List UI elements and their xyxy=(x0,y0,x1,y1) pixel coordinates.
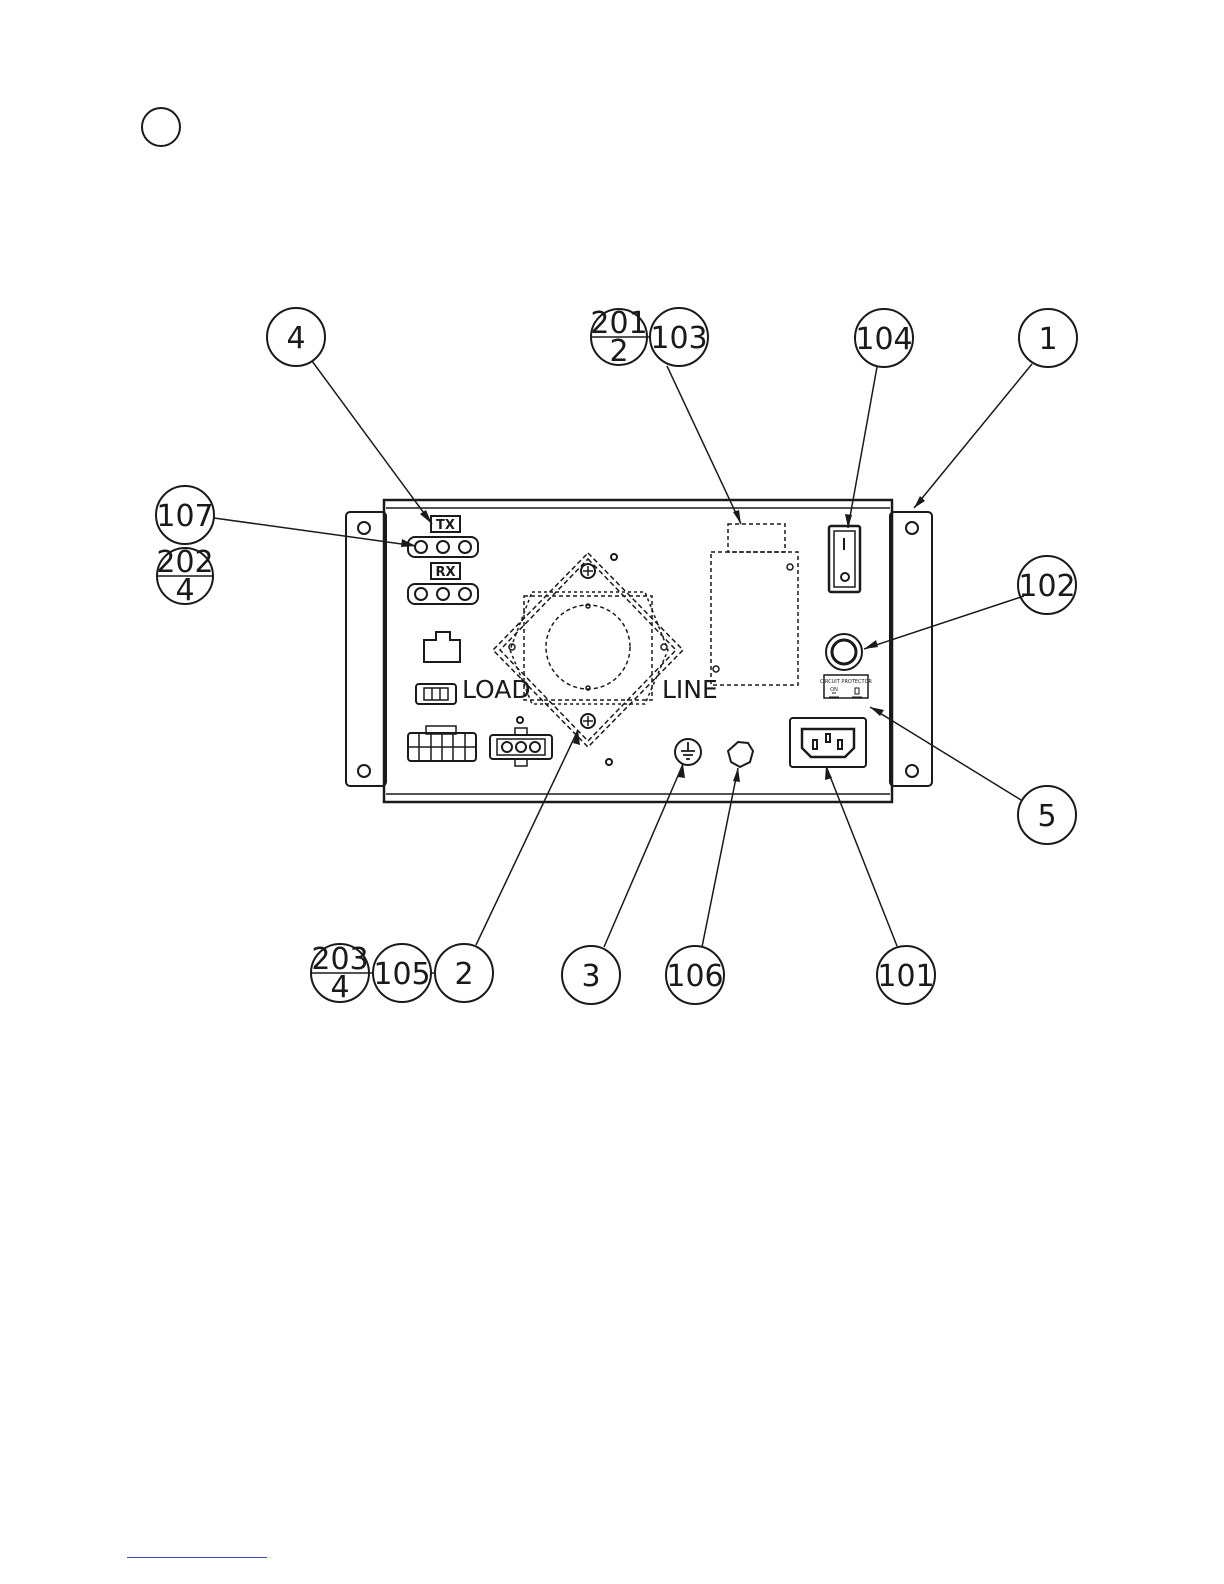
cable-gland xyxy=(728,742,753,767)
svg-text:2: 2 xyxy=(454,957,473,992)
ground-terminal xyxy=(675,739,701,765)
load-label: LOAD xyxy=(462,675,531,704)
leader-lines xyxy=(214,337,1032,973)
callout-104: 104 xyxy=(855,309,913,367)
callout-201-2: 201 2 xyxy=(590,306,647,369)
rx-terminal: RX xyxy=(408,563,478,604)
svg-text:1: 1 xyxy=(1038,322,1057,357)
callout-106: 106 xyxy=(666,946,724,1004)
hidden-board xyxy=(711,524,798,685)
rx-label: RX xyxy=(435,565,455,580)
small-connector xyxy=(424,632,460,662)
svg-text:103: 103 xyxy=(650,321,707,356)
callout-107: 107 xyxy=(156,486,214,544)
breaker-on-label: ON xyxy=(830,687,838,693)
load-connector xyxy=(416,684,456,704)
callout-2: 2 xyxy=(435,944,493,1002)
multi-pin-connector xyxy=(408,726,476,761)
view-marker-circle xyxy=(142,108,180,146)
svg-text:106: 106 xyxy=(666,959,723,994)
callout-3: 3 xyxy=(562,946,620,1004)
three-pin-connector xyxy=(490,728,552,766)
svg-text:4: 4 xyxy=(330,970,349,1005)
callout-103: 103 xyxy=(650,308,708,366)
power-inlet xyxy=(790,718,866,767)
tx-terminal: TX xyxy=(408,516,478,557)
svg-text:2: 2 xyxy=(609,334,628,369)
svg-text:5: 5 xyxy=(1037,799,1056,834)
callout-203-4: 203 4 xyxy=(311,942,369,1005)
svg-text:107: 107 xyxy=(156,499,213,534)
svg-text:101: 101 xyxy=(877,959,934,994)
line-label: LINE xyxy=(662,675,718,704)
svg-text:3: 3 xyxy=(581,959,600,994)
tx-label: TX xyxy=(436,518,455,533)
breaker-title-label: CIRCUIT PROTECTOR xyxy=(820,679,873,685)
svg-text:4: 4 xyxy=(286,321,305,356)
svg-text:105: 105 xyxy=(373,957,430,992)
svg-text:104: 104 xyxy=(855,322,912,357)
callout-1: 1 xyxy=(1019,309,1077,367)
circuit-protector-plate: CIRCUIT PROTECTOR ON xyxy=(820,675,873,698)
reset-button xyxy=(826,634,862,670)
rocker-switch xyxy=(829,526,860,592)
callout-202-4: 202 4 xyxy=(156,545,213,608)
callout-4: 4 xyxy=(267,308,325,366)
callout-102: 102 xyxy=(1018,556,1076,614)
svg-text:102: 102 xyxy=(1018,569,1075,604)
callout-5: 5 xyxy=(1018,786,1076,844)
svg-text:4: 4 xyxy=(175,573,194,608)
callout-105: 105 xyxy=(373,944,431,1002)
footer-rule xyxy=(127,1557,267,1558)
callout-101: 101 xyxy=(877,946,935,1004)
